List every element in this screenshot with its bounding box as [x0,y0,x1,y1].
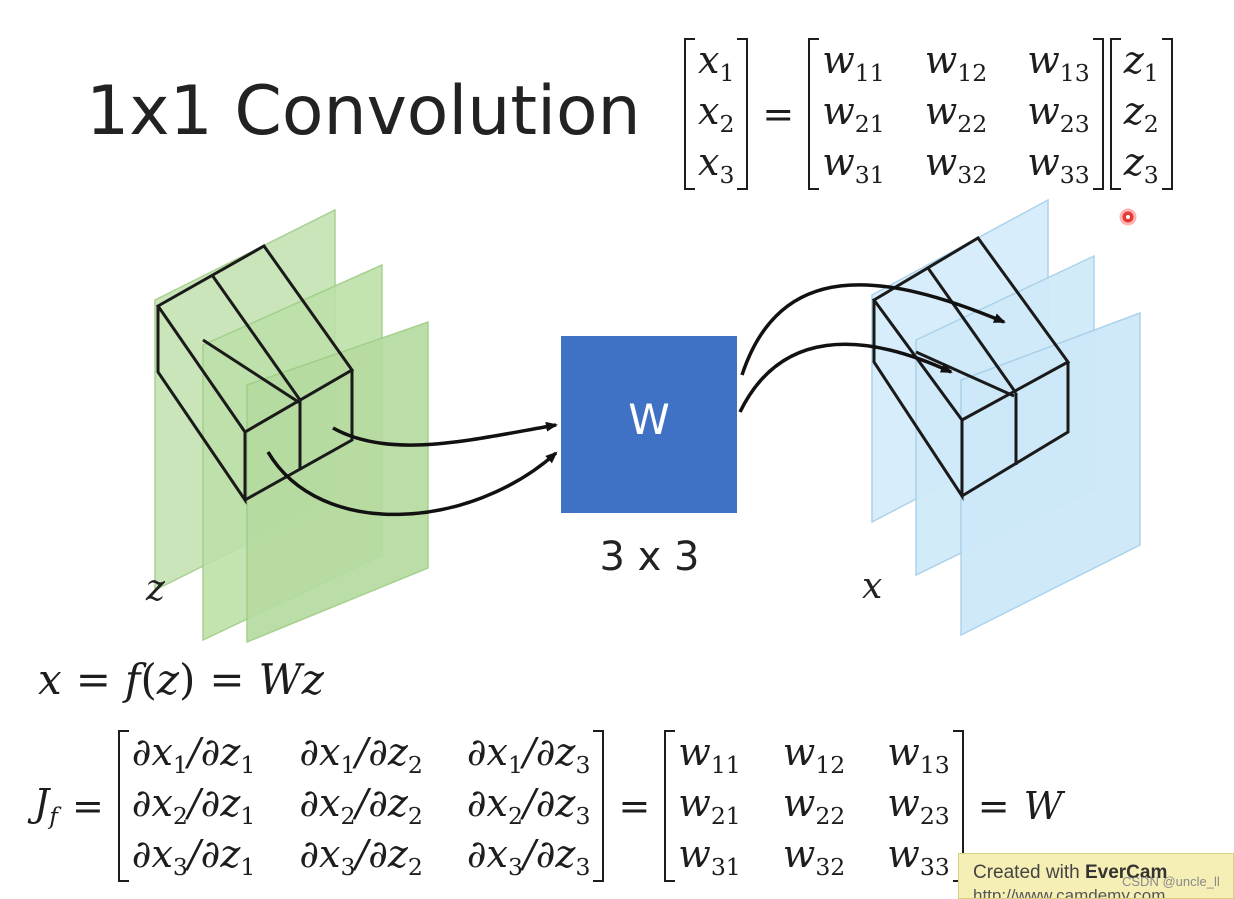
weight-box-label: W [628,395,670,444]
eq-f: f [124,655,141,704]
vector-x: x1 x2 x3 [684,38,749,190]
paren-open: ( [140,655,157,704]
vector-z-entry: z2 [1123,89,1159,139]
equals-sign: = [75,655,111,704]
vector-x-entry: x1 [698,38,735,88]
input-cube-wireframe [155,244,355,505]
output-tensor-x [871,198,1141,637]
evercam-watermark: Created with EverCam http://www.camdemy.… [958,853,1234,899]
matrix-w-entry: w13 [1027,38,1090,88]
eq-rhs-wz: Wz [258,655,324,704]
jacobian-entry: ∂x2/∂z1 [131,781,256,831]
matrix-w-entry: w31 [822,140,885,190]
matrix-w-entry: w22 [782,781,846,831]
jacobian-entry: ∂x1/∂z3 [466,730,591,780]
equals-sign: = [762,91,795,136]
watermark-text: Created with [973,862,1080,883]
weight-matrix-box [561,336,737,513]
matrix-w-entry: w22 [924,89,988,139]
jacobian-rhs-w: W [1023,783,1063,828]
jacobian-w-matrix: w11 w12 w13 w21 w22 w23 w31 w32 w33 [664,730,964,882]
matrix-w-entry: w11 [678,730,741,780]
matrix-w-entry: w33 [1027,140,1090,190]
vector-x-entry: x3 [698,140,735,190]
output-cube-wireframe [871,236,1071,502]
watermark-brand: EverCam [1084,862,1168,883]
vector-z-entry: z1 [1123,38,1159,88]
matrix-equation-top: x1 x2 x3 = w11 w12 w13 w21 w22 w23 w31 w… [684,38,1173,190]
equals-sign: = [209,655,245,704]
paren-close: ) [178,655,196,704]
matrix-w-entry: w13 [887,730,950,780]
matrix-w-entry: w32 [924,140,988,190]
equals-sign: = [977,783,1010,828]
arrow-w-to-output-1 [740,283,1006,376]
weight-size-label: 3 x 3 [599,534,700,580]
input-slab-front [246,320,429,644]
arrow-w-to-output-2 [738,342,953,413]
jacobian-symbol: Jf [34,781,58,831]
matrix-w-entry: w11 [822,38,885,88]
matrix-w-entry: w21 [822,89,885,139]
arrow-input-to-w-2 [266,451,558,517]
matrix-w-entry: w21 [678,781,741,831]
equals-sign: = [71,783,104,828]
jacobian-matrix: ∂x1/∂z1 ∂x1/∂z2 ∂x1/∂z3 ∂x2/∂z1 ∂x2/∂z2 … [117,730,605,882]
eq-z: z [156,655,179,704]
jacobian-entry: ∂x3/∂z2 [299,832,423,882]
slide-title: 1x1 Convolution [86,72,641,151]
vector-z: z1 z2 z3 [1109,38,1173,190]
jacobian-entry: ∂x1/∂z1 [131,730,256,780]
eq-lhs-x: x [38,655,62,704]
matrix-w: w11 w12 w13 w21 w22 w23 w31 w32 w33 [808,38,1104,190]
jacobian-entry: ∂x1/∂z2 [299,730,423,780]
function-equation: x = f(z) = Wz [38,655,324,704]
matrix-w-entry: w12 [924,38,988,88]
matrix-w-entry: w33 [887,832,950,882]
jacobian-entry: ∂x2/∂z3 [466,781,591,831]
matrix-w-entry: w23 [887,781,950,831]
input-tensor-z [154,208,429,644]
matrix-w-entry: w31 [678,832,741,882]
csdn-tag: CSDN @uncle_ll [1122,874,1220,889]
arrow-input-to-w-1 [332,421,558,447]
jacobian-equation: Jf = ∂x1/∂z1 ∂x1/∂z2 ∂x1/∂z3 ∂x2/∂z1 ∂x2… [34,730,1063,882]
matrix-w-entry: w12 [782,730,846,780]
equals-sign: = [618,783,651,828]
input-label-z: z [146,568,165,609]
matrix-w-entry: w32 [782,832,846,882]
jacobian-entry: ∂x3/∂z3 [466,832,591,882]
output-label-x: x [862,566,883,607]
vector-x-entry: x2 [698,89,735,139]
vector-z-entry: z3 [1123,140,1159,190]
matrix-w-entry: w23 [1027,89,1090,139]
jacobian-entry: ∂x2/∂z2 [299,781,423,831]
watermark-url: http://www.camdemy.com [973,886,1166,899]
jacobian-entry: ∂x3/∂z1 [131,832,256,882]
